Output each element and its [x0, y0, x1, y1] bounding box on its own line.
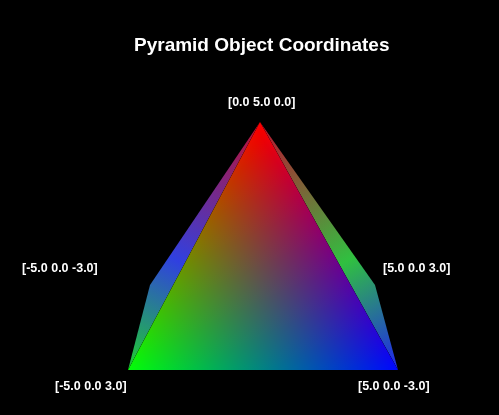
front-face-base	[128, 122, 398, 370]
front-face-green	[128, 122, 398, 370]
vertex-coordinate: [5.0 0.0 -3.0]	[358, 379, 430, 393]
vertex-coordinate: [-5.0 0.0 3.0]	[55, 379, 127, 393]
front-face-red	[128, 122, 398, 370]
vertex-coordinate: [5.0 0.0 3.0]	[383, 261, 450, 275]
vertex-coordinate: [0.0 5.0 0.0]	[228, 95, 295, 109]
front-face-blue	[128, 122, 398, 370]
vertex-coordinate: [-5.0 0.0 -3.0]	[22, 261, 98, 275]
diagram-title: Pyramid Object Coordinates	[134, 34, 390, 56]
